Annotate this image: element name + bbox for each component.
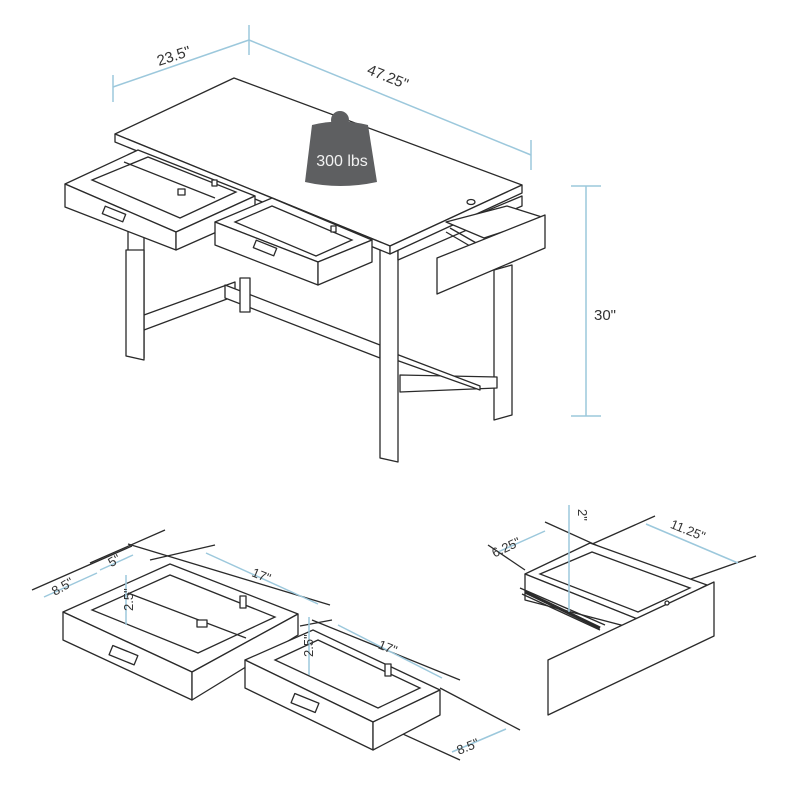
medium-drawer-width-label: 8.5" [454, 735, 481, 758]
right-drawer-open [436, 205, 546, 295]
side-drawer-depth-label: 11.25" [668, 516, 708, 544]
large-drawer-height-label: 2.5" [121, 588, 136, 611]
large-drawer-depth-label: 17" [250, 565, 274, 586]
drawer-handle [101, 205, 127, 223]
weight-label: 300 lbs [316, 153, 368, 170]
large-drawer-width-label: 8.5" [49, 574, 76, 599]
medium-drawer-depth-label: 17" [376, 637, 400, 658]
drawer-handle [108, 644, 139, 666]
side-drawer-height-label: 2" [575, 509, 590, 521]
drawer-bracket [384, 663, 392, 677]
drawer-bracket [239, 595, 247, 609]
side-drawer-width-label: 6.25" [489, 534, 523, 560]
height-label: 30" [594, 307, 616, 324]
medium-drawer-height-label: 2.5" [301, 634, 316, 657]
middle-drawer-open [214, 197, 373, 286]
grommet-hole [466, 198, 476, 206]
large-drawer-detail: 8.5" 5" 17" 2.5" [31, 529, 331, 701]
drawer-handle [252, 239, 278, 257]
width-label: 47.25" [365, 61, 411, 93]
weight-capacity-icon: 300 lbs [305, 111, 377, 186]
drawer-handle [290, 692, 320, 714]
drawer-bracket [177, 188, 186, 196]
medium-drawer-detail: 17" 2.5" 8.5" [244, 617, 521, 761]
desk-illustration: 300 lbs [64, 77, 546, 463]
side-drawer-detail: 6.25" 2" 11.25" [487, 505, 757, 716]
